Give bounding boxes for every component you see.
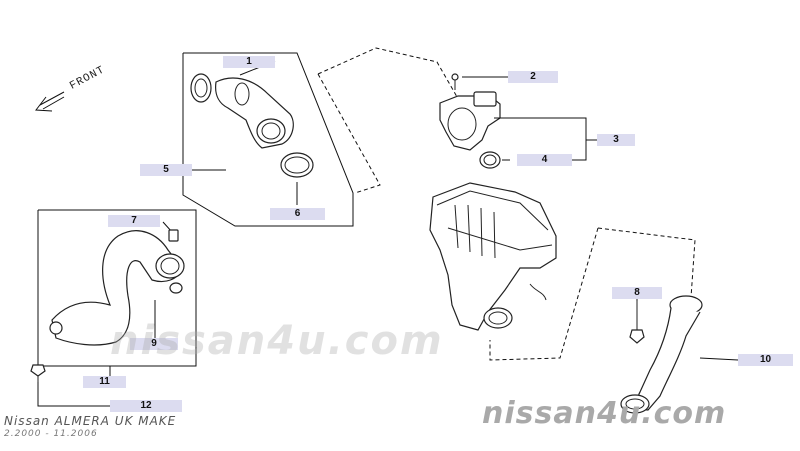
air-cleaner-box	[429, 182, 557, 331]
footer-title: Nissan ALMERA UK MAKE	[4, 414, 177, 428]
part-12-screw	[30, 364, 46, 382]
callout-6: 6	[270, 208, 325, 220]
part-7-clip	[168, 229, 179, 242]
callout-8: 8	[612, 287, 662, 299]
callout-3: 3	[597, 134, 635, 146]
leader-10	[699, 357, 739, 361]
callout-9: 9	[130, 338, 178, 350]
callout-7: 7	[108, 215, 160, 227]
callout-12: 12	[110, 400, 182, 412]
dashed-link-10-lower	[489, 227, 599, 361]
callout-2: 2	[508, 71, 558, 83]
part-8-bolt	[629, 300, 645, 344]
watermark-corner: nissan4u.com	[482, 396, 727, 431]
part-2-bolt	[451, 73, 459, 90]
front-arrow-icon	[35, 91, 65, 112]
callout-1: 1	[223, 56, 275, 68]
watermark-center: nissan4u.com	[110, 318, 444, 364]
part-1-intake-duct	[190, 73, 294, 149]
callout-4: 4	[517, 154, 572, 166]
part-4-o-ring	[479, 151, 501, 169]
callout-11: 11	[83, 376, 126, 388]
part-3-airflow-meter	[439, 91, 501, 151]
callout-5: 5	[140, 164, 192, 176]
group-box-11	[37, 209, 197, 367]
bracket-3	[494, 117, 587, 161]
part-11-inlet-duct	[49, 230, 185, 346]
part-10-resonator-pipe	[620, 295, 703, 414]
dashed-link-lower	[317, 73, 381, 194]
part-9-grommet	[169, 282, 183, 294]
callout-10: 10	[738, 354, 793, 366]
footer-period: 2.2000 - 11.2006	[4, 429, 98, 439]
part-6-clamp	[280, 152, 314, 178]
